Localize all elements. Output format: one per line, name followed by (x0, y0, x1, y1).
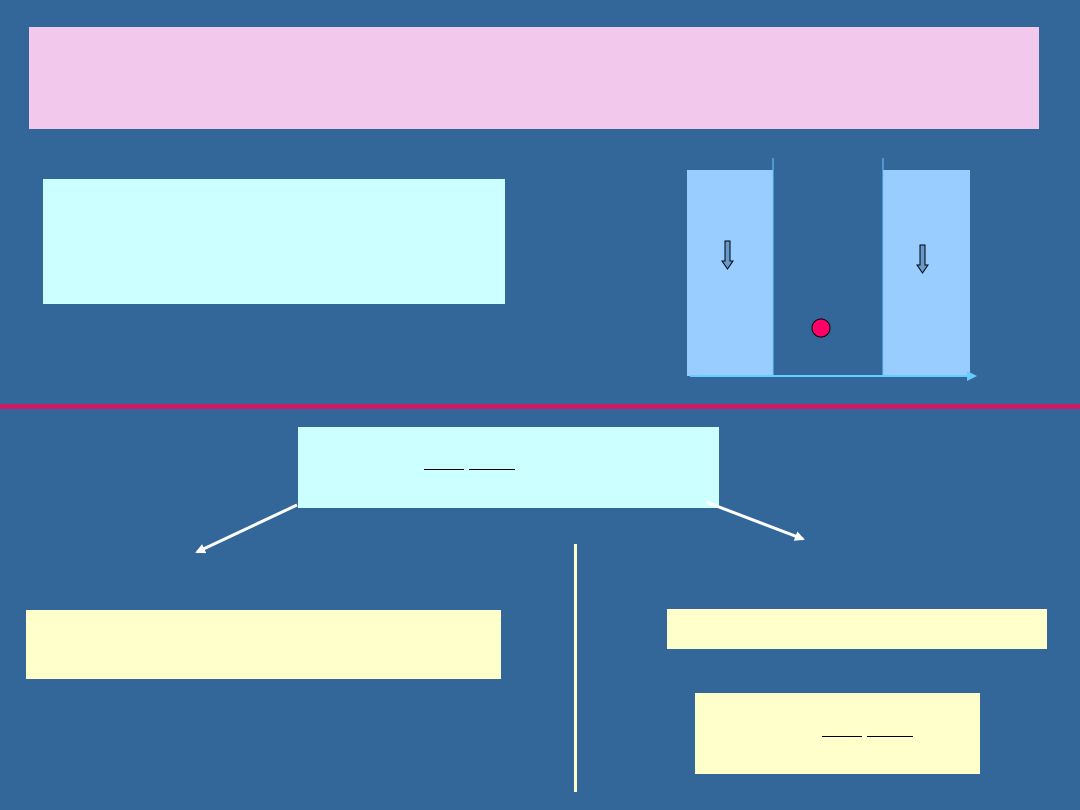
formula-text (298, 427, 719, 508)
right-formula-text (695, 693, 980, 774)
right-fraction-bar-1 (822, 736, 862, 737)
left-branch-arrow (195, 503, 298, 554)
fraction-bar-1 (424, 469, 464, 470)
left-result-text (26, 610, 501, 679)
right-field-region (883, 170, 970, 376)
section-divider (0, 404, 1080, 409)
formula-box (298, 427, 719, 508)
case-divider (574, 544, 577, 792)
right-result-text (667, 609, 1047, 649)
field-diagram (687, 158, 977, 381)
right-formula-box (695, 693, 980, 774)
fraction-bar-2 (469, 469, 515, 470)
right-result-box (667, 609, 1047, 649)
intro-text (43, 179, 505, 304)
right-branch-arrow (705, 500, 805, 541)
left-result-box (26, 610, 501, 679)
down-arrow-icon (721, 240, 734, 270)
left-field-region (687, 170, 773, 376)
title-box (29, 27, 1039, 129)
title-text (29, 27, 1039, 129)
intro-box (43, 179, 505, 304)
down-arrow-icon (916, 244, 929, 274)
right-fraction-bar-2 (867, 736, 913, 737)
charged-particle-icon (811, 318, 831, 338)
